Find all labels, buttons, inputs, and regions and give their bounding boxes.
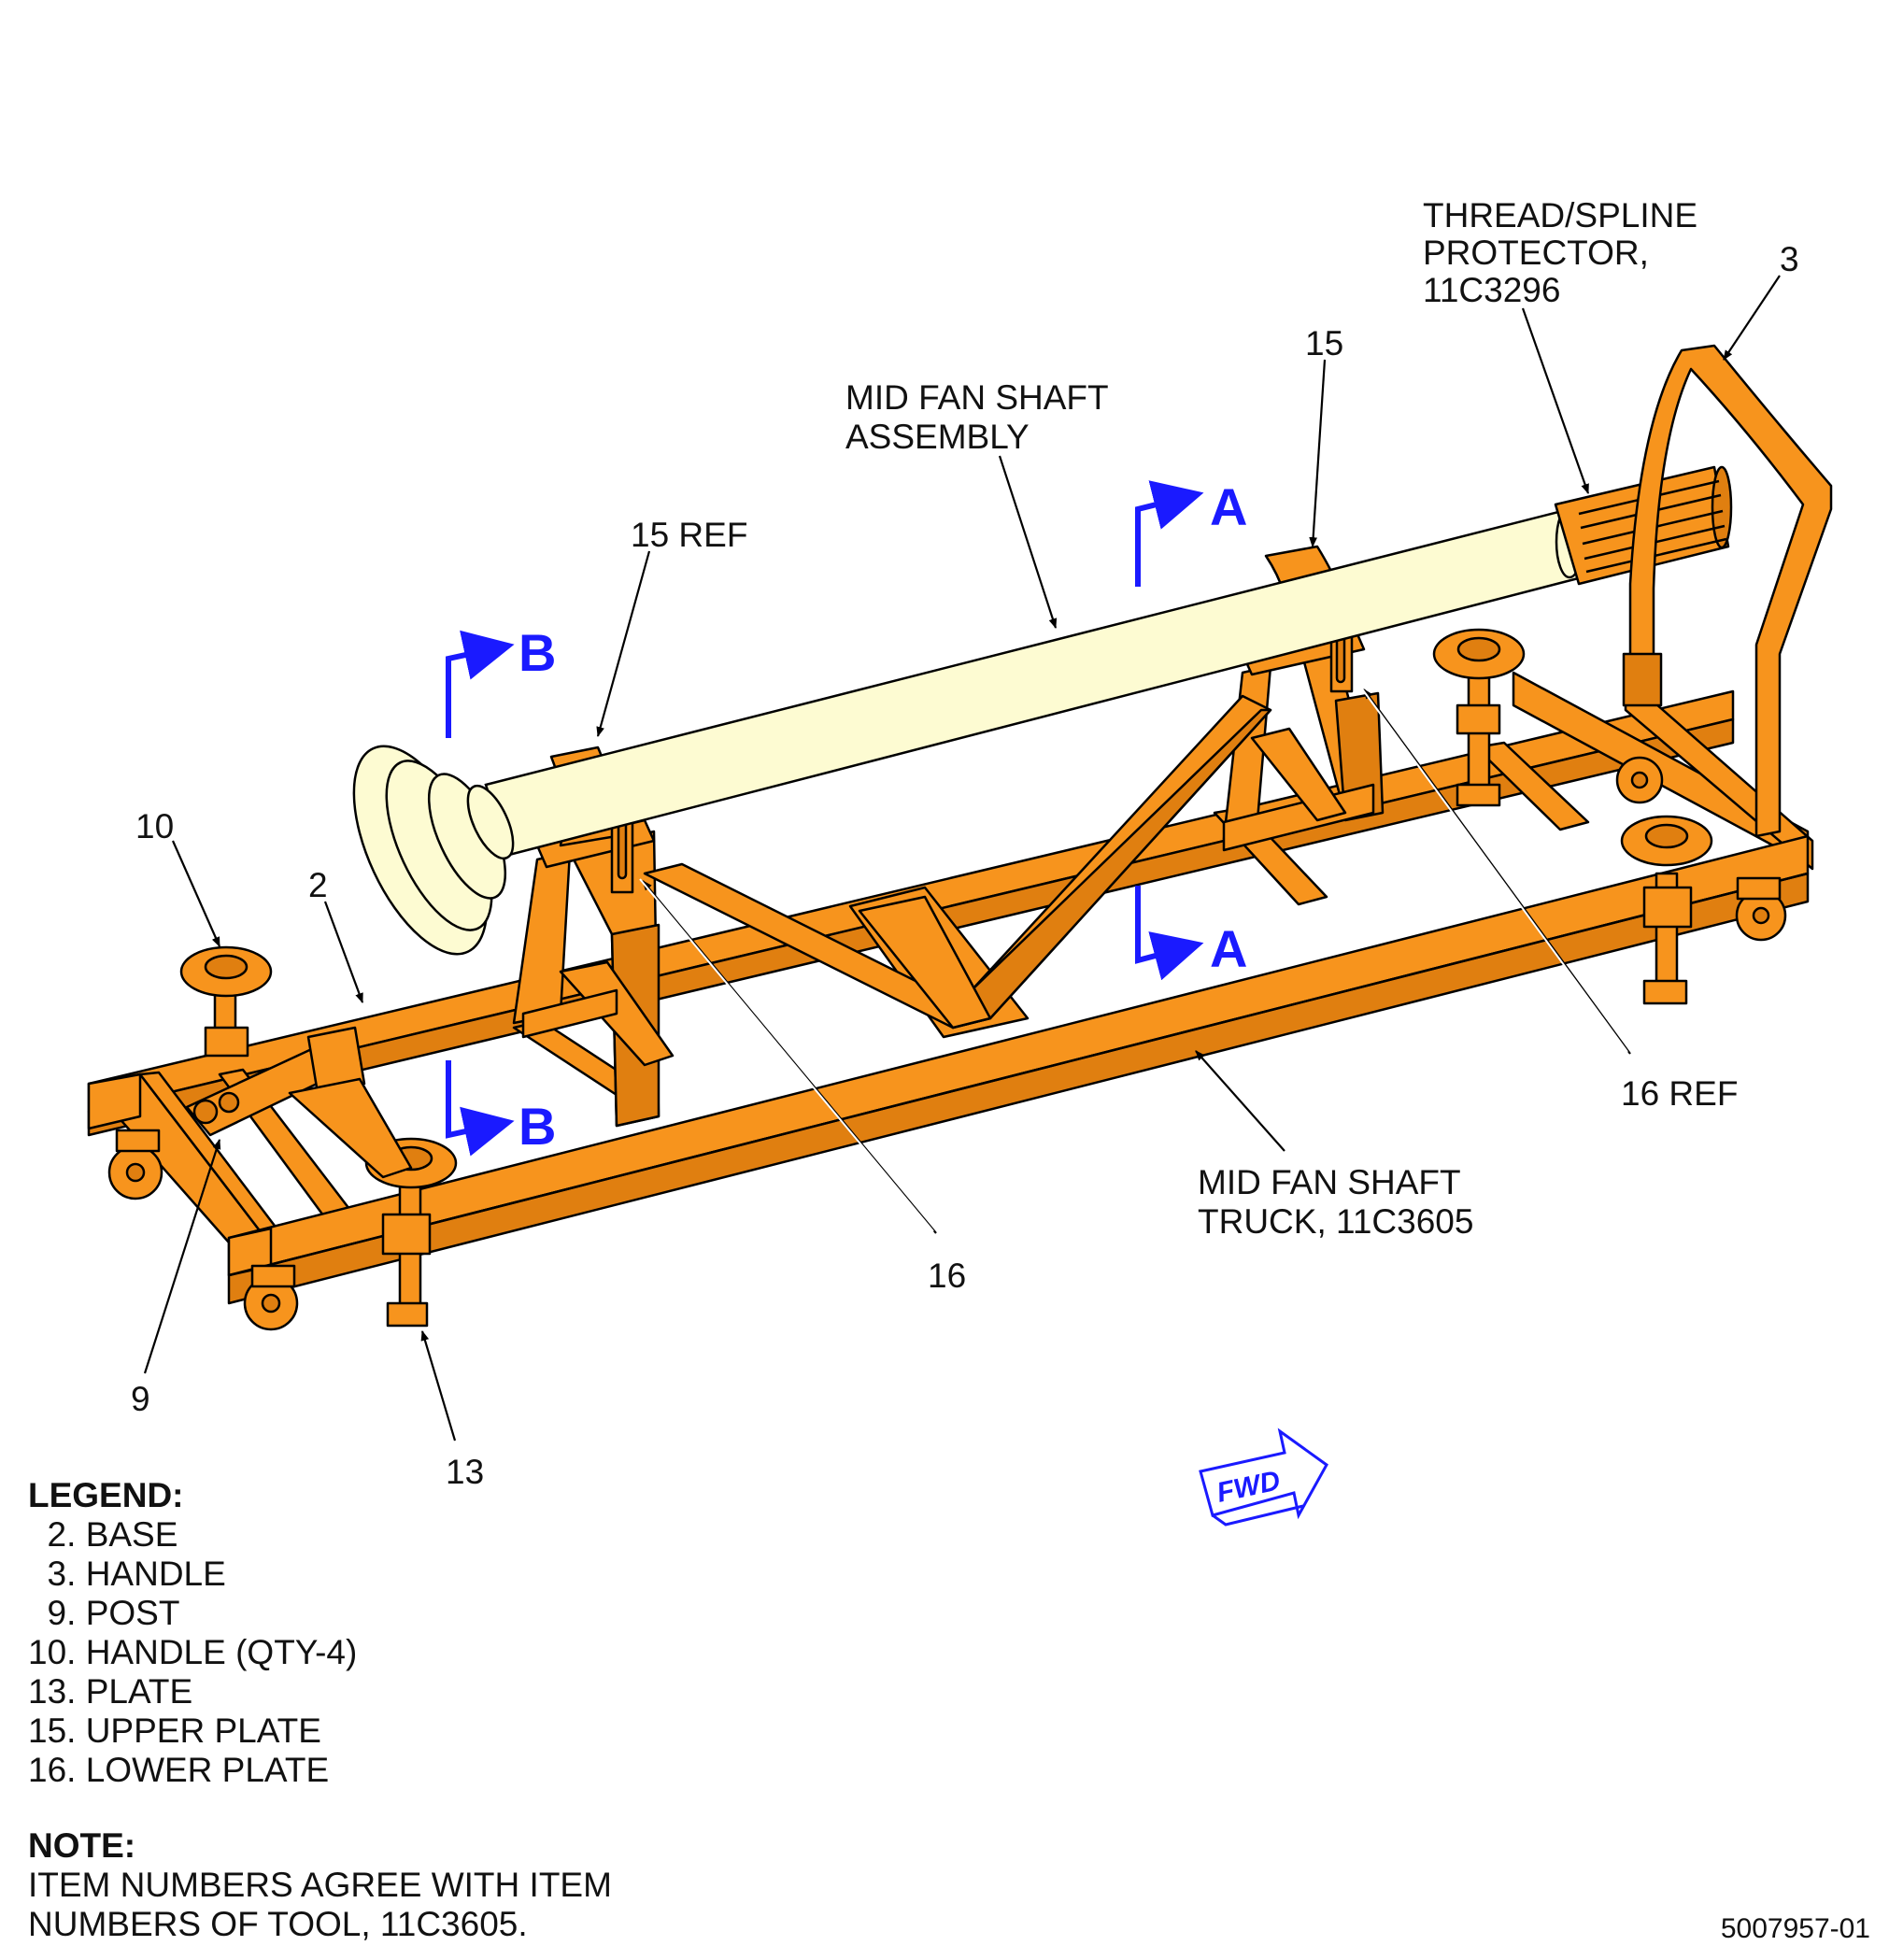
figure-id: 5007957-01 bbox=[1720, 1913, 1870, 1944]
casters bbox=[107, 756, 1787, 1331]
callout-mid-fan-shaft-assembly: MID FAN SHAFT ASSEMBLY bbox=[845, 378, 1109, 456]
note-title: NOTE: bbox=[28, 1826, 136, 1865]
callout-thread-spline: THREAD/SPLINE PROTECTOR, 11C3296 bbox=[1423, 196, 1697, 309]
callout-item-16-ref: 16 REF bbox=[1621, 1074, 1738, 1113]
note-line: ITEM NUMBERS AGREE WITH ITEM bbox=[28, 1866, 612, 1904]
svg-text:11C3296: 11C3296 bbox=[1423, 271, 1560, 309]
svg-text:ASSEMBLY: ASSEMBLY bbox=[845, 418, 1030, 456]
legend-item: 2. BASE bbox=[28, 1515, 178, 1554]
fwd-arrow: FWD bbox=[1199, 1427, 1328, 1527]
note-line: NUMBERS OF TOOL, 11C3605. bbox=[28, 1905, 528, 1943]
svg-text:B: B bbox=[518, 1097, 556, 1156]
svg-text:MID FAN SHAFT: MID FAN SHAFT bbox=[845, 378, 1109, 417]
handle bbox=[1622, 344, 1833, 838]
svg-text:PROTECTOR,: PROTECTOR, bbox=[1423, 234, 1649, 272]
section-b-top: B bbox=[446, 623, 556, 738]
legend: LEGEND: 2. BASE 3. HANDLE 9. POST 10. HA… bbox=[28, 1476, 357, 1790]
mid-fan-shaft-assembly bbox=[352, 504, 1595, 956]
legend-item: 10. HANDLE (QTY-4) bbox=[28, 1633, 358, 1671]
callout-item-13: 13 bbox=[446, 1453, 484, 1491]
legend-item: 16. LOWER PLATE bbox=[28, 1751, 330, 1789]
section-a-bottom: A bbox=[1135, 886, 1247, 981]
section-b-bottom: B bbox=[446, 1060, 556, 1157]
callout-item-15: 15 bbox=[1305, 324, 1343, 362]
legend-title: LEGEND: bbox=[28, 1476, 184, 1514]
handwheel-front-right bbox=[1620, 815, 1713, 1005]
legend-item: 3. HANDLE bbox=[28, 1555, 226, 1593]
callout-item-16: 16 bbox=[928, 1257, 966, 1295]
legend-item: 9. POST bbox=[28, 1594, 180, 1632]
callout-item-3: 3 bbox=[1780, 240, 1799, 278]
diagonal-brace bbox=[643, 694, 1272, 1030]
callout-item-2: 2 bbox=[308, 866, 328, 904]
legend-item: 15. UPPER PLATE bbox=[28, 1711, 321, 1750]
callout-item-10: 10 bbox=[135, 807, 174, 845]
note: NOTE: ITEM NUMBERS AGREE WITH ITEM NUMBE… bbox=[28, 1826, 612, 1944]
svg-text:THREAD/SPLINE: THREAD/SPLINE bbox=[1423, 196, 1697, 234]
leaders bbox=[143, 275, 1781, 1442]
section-a-top: A bbox=[1135, 477, 1247, 587]
svg-text:A: A bbox=[1210, 919, 1247, 978]
svg-text:B: B bbox=[518, 623, 556, 682]
callout-item-15-ref: 15 REF bbox=[631, 516, 747, 554]
legend-item: 13. PLATE bbox=[28, 1672, 193, 1711]
handwheel-rear-right bbox=[1432, 628, 1526, 807]
svg-text:TRUCK, 11C3605: TRUCK, 11C3605 bbox=[1198, 1202, 1473, 1241]
svg-text:MID FAN SHAFT: MID FAN SHAFT bbox=[1198, 1163, 1461, 1201]
svg-text:A: A bbox=[1210, 477, 1247, 536]
post bbox=[185, 1026, 413, 1179]
callout-mid-fan-shaft-truck: MID FAN SHAFT TRUCK, 11C3605 bbox=[1198, 1163, 1473, 1241]
handwheel-rear-left bbox=[179, 945, 273, 1058]
callout-item-9: 9 bbox=[131, 1380, 150, 1418]
